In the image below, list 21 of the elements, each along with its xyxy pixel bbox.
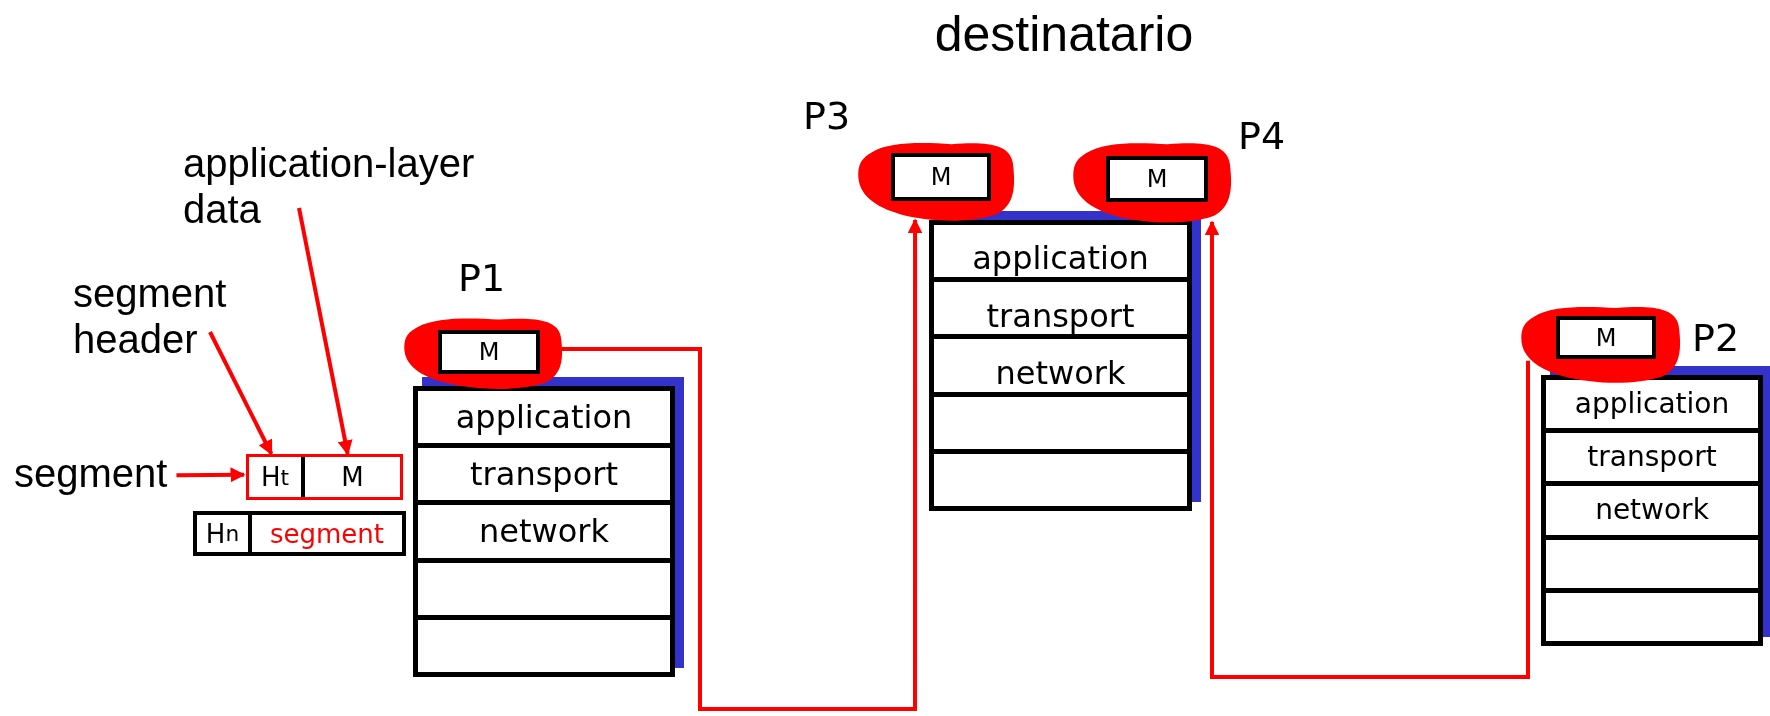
process-label: P4 xyxy=(1238,116,1286,158)
segment-label: segment xyxy=(268,517,385,551)
process-label: P2 xyxy=(1692,318,1740,360)
process-label: P1 xyxy=(458,258,506,300)
callout-label: segment xyxy=(14,450,168,496)
arrow xyxy=(1204,220,1530,679)
arrow xyxy=(176,467,246,483)
arrow xyxy=(208,331,274,456)
segment-box xyxy=(246,454,403,500)
datagram-box xyxy=(193,511,406,556)
callout-label: segment header xyxy=(73,270,273,362)
callout-label: application-layer data xyxy=(183,140,513,232)
message-box: M xyxy=(891,153,991,201)
message-box: M xyxy=(438,330,540,374)
process-label: P3 xyxy=(803,96,851,138)
message-cell: M xyxy=(305,457,400,497)
message-box: M xyxy=(1556,316,1656,359)
message-box: M xyxy=(1106,156,1208,202)
title: destinatario xyxy=(934,6,1194,64)
arrow xyxy=(297,207,353,456)
arrow xyxy=(562,218,923,711)
